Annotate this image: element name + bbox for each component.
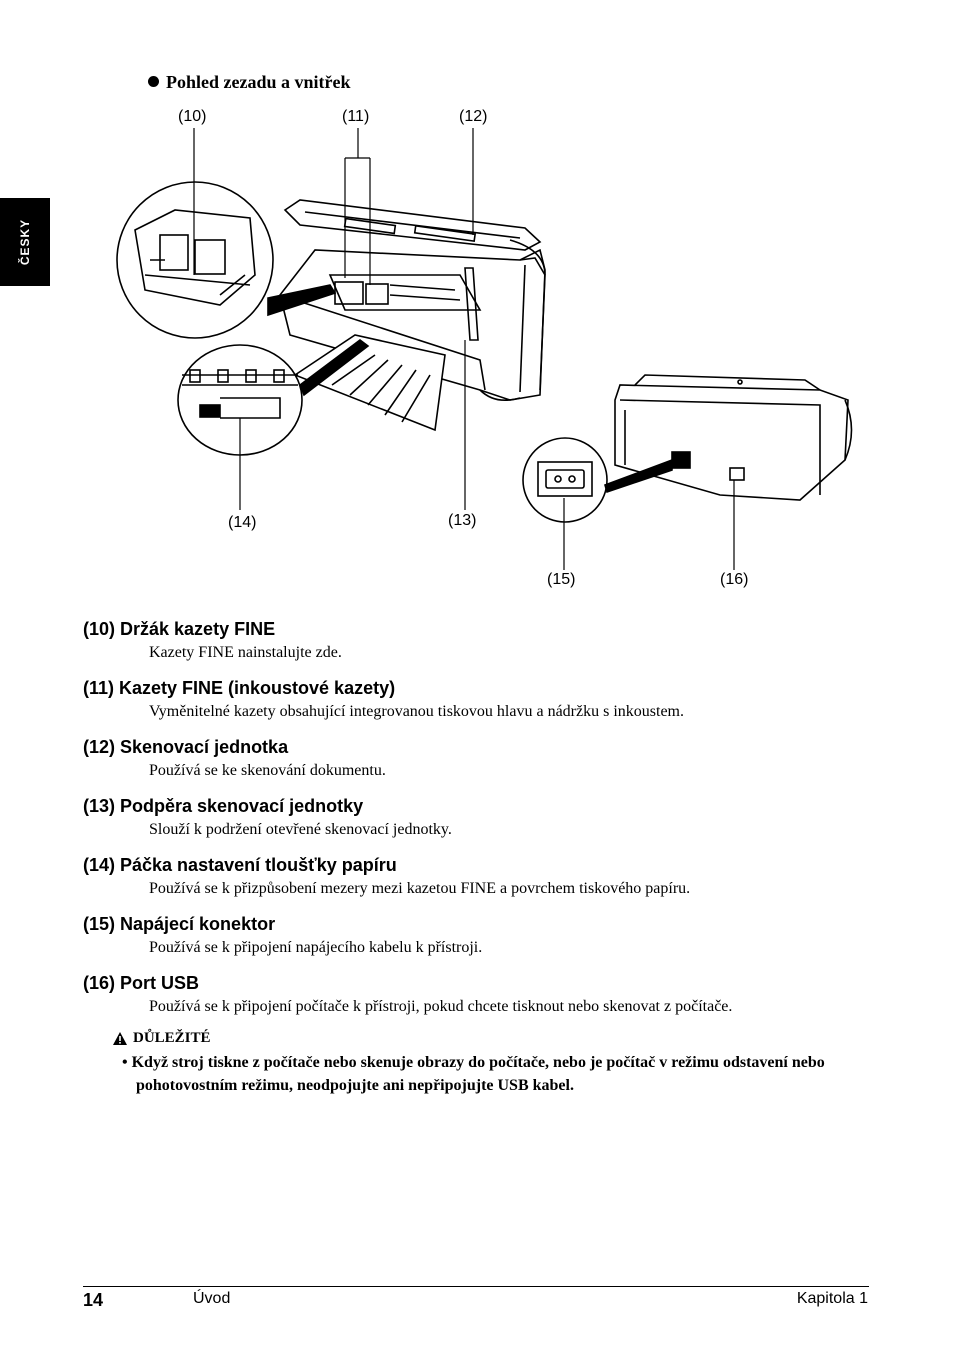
part-title: (11) Kazety FINE (inkoustové kazety) <box>83 678 396 698</box>
footer-chapter: Kapitola 1 <box>796 1290 868 1307</box>
part-title: (14) Páčka nastavení tloušťky papíru <box>83 855 397 875</box>
part-description: Vyměnitelné kazety obsahující integrovan… <box>149 703 684 720</box>
callout-11: (11) <box>342 108 370 125</box>
bullet-icon <box>148 76 159 87</box>
printer-figure: (10) (11) (12) (13) (14) (15) (16) <box>100 100 880 600</box>
part-item: (16) Port USB Používá se k připojení poč… <box>83 971 883 1019</box>
notice-text: • Když stroj tiskne z počítače nebo sken… <box>122 1054 825 1094</box>
callout-15: (15) <box>547 571 576 588</box>
notice-heading: DŮLEŽITÉ <box>112 1030 882 1047</box>
zoom-cartridge-holder <box>116 181 337 339</box>
part-item: (13) Podpěra skenovací jednotky Slouží k… <box>83 794 883 842</box>
part-description: Používá se k přizpůsobení mezery mezi ka… <box>149 880 691 897</box>
footer-section: Úvod <box>193 1290 231 1307</box>
part-item: (11) Kazety FINE (inkoustové kazety) Vym… <box>83 676 883 724</box>
language-label: ČESKY <box>18 218 32 266</box>
part-description: Používá se k připojení počítače k přístr… <box>149 998 733 1015</box>
part-description: Používá se k připojení napájecího kabelu… <box>149 939 483 956</box>
callout-leaders <box>193 128 735 570</box>
page-number: 14 <box>83 1290 104 1310</box>
callout-14: (14) <box>228 514 257 531</box>
part-description: Kazety FINE nainstalujte zde. <box>149 644 342 661</box>
part-title: (15) Napájecí konektor <box>83 914 276 934</box>
warning-icon <box>113 1032 127 1045</box>
callout-12: (12) <box>459 108 488 125</box>
part-item: (10) Držák kazety FINE Kazety FINE nains… <box>83 617 883 665</box>
language-side-tab: ČESKY <box>0 198 50 286</box>
part-item: (12) Skenovací jednotka Používá se ke sk… <box>83 735 883 783</box>
important-notice: DŮLEŽITÉ • Když stroj tiskne z počítače … <box>112 1030 882 1097</box>
part-title: (13) Podpěra skenovací jednotky <box>83 796 364 816</box>
footer-rule <box>83 1286 869 1287</box>
part-title: (16) Port USB <box>83 973 200 993</box>
printer-back-drawing <box>522 374 853 523</box>
section-title-text: Pohled zezadu a vnitřek <box>166 72 351 92</box>
callout-10: (10) <box>178 108 207 125</box>
part-title: (12) Skenovací jednotka <box>83 737 289 757</box>
part-descriptions: (10) Držák kazety FINE Kazety FINE nains… <box>83 617 883 1030</box>
part-description: Používá se ke skenování dokumentu. <box>149 762 386 779</box>
printer-front-drawing <box>279 199 546 432</box>
callout-16: (16) <box>720 571 749 588</box>
zoom-thickness-lever <box>177 339 370 456</box>
notice-text-content: Když stroj tiskne z počítače nebo skenuj… <box>131 1054 825 1094</box>
part-title: (10) Držák kazety FINE <box>83 619 276 639</box>
section-title: Pohled zezadu a vnitřek <box>148 72 351 93</box>
part-item: (14) Páčka nastavení tloušťky papíru Pou… <box>83 853 883 901</box>
notice-heading-text: DŮLEŽITÉ <box>133 1030 211 1046</box>
part-description: Slouží k podržení otevřené skenovací jed… <box>149 821 452 838</box>
printer-illustration <box>116 128 853 570</box>
callout-13: (13) <box>448 512 477 529</box>
part-item: (15) Napájecí konektor Používá se k přip… <box>83 912 883 960</box>
